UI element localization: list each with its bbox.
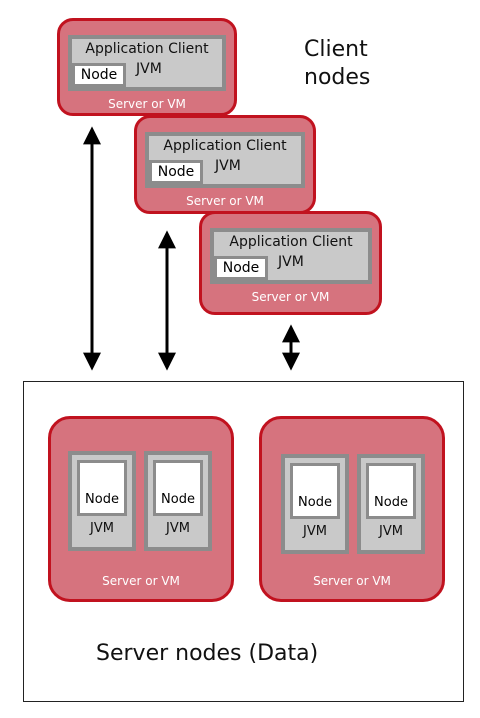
client-node-box-2: Node bbox=[149, 160, 203, 184]
client-jvm-2: Application Client JVM Node bbox=[145, 132, 305, 188]
application-client-label-3: Application Client bbox=[229, 234, 353, 250]
server-node-2-2: Node bbox=[366, 463, 416, 519]
client-jvm-label-2: JVM bbox=[215, 158, 241, 174]
client-server-label-3: Server or VM bbox=[251, 290, 330, 304]
server-node-2-1: Node bbox=[290, 463, 340, 519]
client-jvm-1: Application Client JVM Node bbox=[68, 35, 226, 91]
client-node-box-3: Node bbox=[214, 256, 268, 280]
server-jvm-1-2: Node JVM bbox=[144, 451, 212, 551]
server-jvm-label-1-2: JVM bbox=[166, 521, 190, 536]
client-server-label-2: Server or VM bbox=[186, 194, 264, 208]
server-label-2: Server or VM bbox=[313, 574, 391, 588]
client-node-3: Application Client JVM Node Server or VM bbox=[199, 211, 382, 315]
server-group-1: Node JVM Node JVM Server or VM bbox=[48, 416, 234, 602]
server-label-1: Server or VM bbox=[102, 574, 180, 588]
client-jvm-label-3: JVM bbox=[278, 254, 304, 270]
client-node-box-1: Node bbox=[72, 63, 126, 87]
server-node-1-1: Node bbox=[77, 460, 127, 516]
server-jvm-2-2: Node JVM bbox=[357, 454, 425, 554]
application-client-label-1: Application Client bbox=[85, 41, 209, 57]
client-node-1: Application Client JVM Node Server or VM bbox=[57, 18, 237, 116]
server-group-2: Node JVM Node JVM Server or VM bbox=[259, 416, 445, 602]
server-jvm-2-1: Node JVM bbox=[281, 454, 349, 554]
client-node-2: Application Client JVM Node Server or VM bbox=[134, 115, 316, 214]
client-nodes-heading: Client nodes bbox=[304, 36, 370, 92]
server-jvm-label-2-2: JVM bbox=[379, 524, 403, 539]
client-nodes-heading-line1: Client bbox=[304, 37, 368, 62]
application-client-label-2: Application Client bbox=[163, 138, 287, 154]
server-jvm-label-2-1: JVM bbox=[303, 524, 327, 539]
server-jvm-1-1: Node JVM bbox=[68, 451, 136, 551]
client-jvm-label-1: JVM bbox=[136, 61, 162, 77]
server-node-1-2: Node bbox=[153, 460, 203, 516]
server-jvm-label-1-1: JVM bbox=[90, 521, 114, 536]
server-nodes-heading: Server nodes (Data) bbox=[96, 641, 319, 666]
client-server-label-1: Server or VM bbox=[108, 97, 186, 111]
client-nodes-heading-line2: nodes bbox=[304, 65, 371, 90]
client-jvm-3: Application Client JVM Node bbox=[210, 228, 372, 284]
